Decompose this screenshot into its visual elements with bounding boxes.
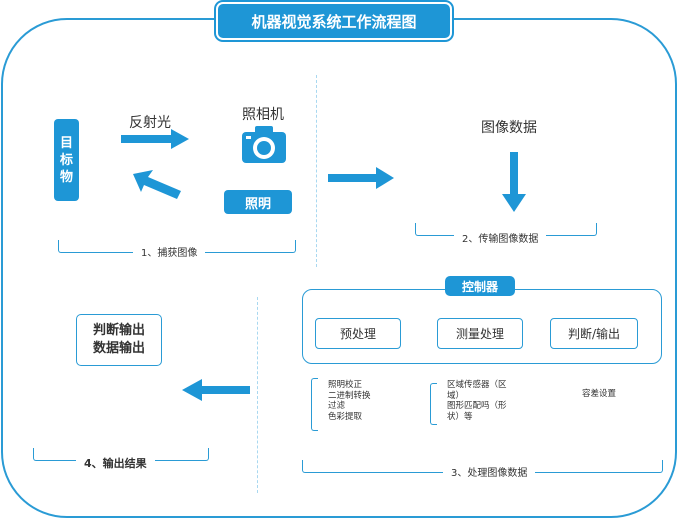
measure-box: 测量处理 [437,318,523,349]
divider-vertical-bottom [257,297,258,493]
measure-brace [430,383,437,425]
arrow-down-image-data [502,152,526,212]
arrow-left-up-light [133,170,181,199]
preprocess-item: 色彩提取 [328,411,363,422]
data-output-line: 数据输出 [92,341,145,356]
preprocess-items: 照明校正 二进制转换 过滤 色彩提取 [328,380,371,422]
stage1-label: 1、捕获图像 [133,242,206,261]
target-object-char-1: 目 [59,135,73,151]
divider-vertical-top [316,75,317,267]
preprocess-item: 过滤 [328,401,346,411]
judge-output-line: 判断输出 [92,323,145,338]
preprocess-box: 预处理 [315,318,401,349]
target-object-char-2: 标 [59,152,73,168]
image-data-label: 图像数据 [481,120,537,136]
judge-data-output-box: 判断输出 数据输出 [76,314,162,366]
measure-item: 状）等 [447,411,473,422]
target-object-box: 目 标 物 [54,119,79,201]
reflected-light-label: 反射光 [129,115,171,131]
tolerance-setting: 容差设置 [582,389,617,399]
preprocess-brace [311,378,318,431]
judge-output-box: 判断/输出 [550,318,638,349]
arrow-left-output [182,379,250,401]
arrow-right-transfer [328,167,394,189]
measure-item: 域） [447,390,465,401]
diagram-frame [1,18,677,518]
measure-items: 区域传感器（区 域） 图形匹配吗（形 状）等 [447,380,507,422]
controller-pill: 控制器 [445,276,515,296]
stage3-label: 3、处理图像数据 [443,462,536,481]
measure-item: 图形匹配吗（形 [447,401,507,411]
diagram-title: 机器视觉系统工作流程图 [216,2,452,40]
preprocess-item: 二进制转换 [328,390,371,401]
lighting-box: 照明 [224,190,292,214]
camera-label: 照相机 [242,107,284,123]
target-object-char-3: 物 [59,169,73,185]
camera-icon [242,126,286,163]
measure-item: 区域传感器（区 [447,380,507,390]
arrow-right-reflected [121,129,189,149]
stage2-label: 2、传输图像数据 [454,228,547,247]
stage4-label: 4、输出结果 [76,453,155,473]
preprocess-item: 照明校正 [328,380,363,390]
